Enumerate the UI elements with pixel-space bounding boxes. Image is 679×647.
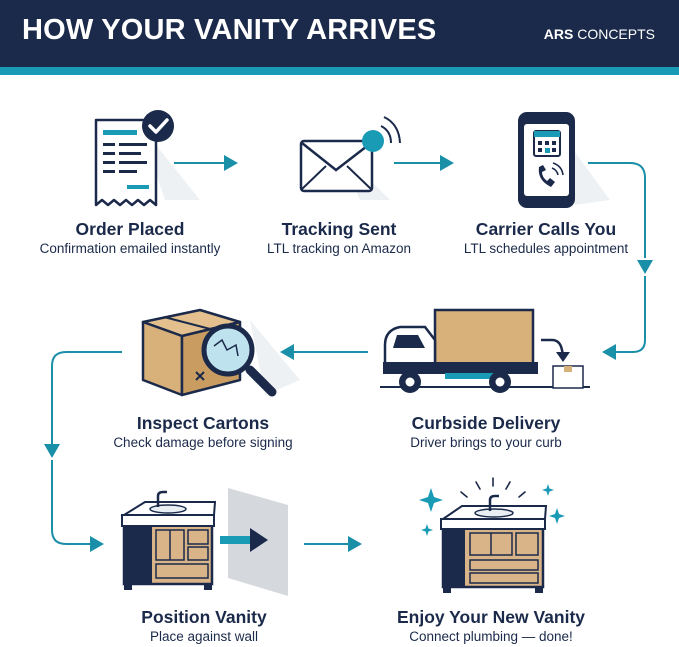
arrow-inspect-down xyxy=(51,351,122,446)
arrow-down-to-truck xyxy=(614,276,646,353)
step-title-position-vanity: Position Vanity xyxy=(141,607,267,627)
arrowhead xyxy=(90,536,104,552)
arrow-to-position xyxy=(51,460,92,545)
box-magnifier-icon xyxy=(141,308,300,397)
step-subtitle-carrier-calls: LTL schedules appointment xyxy=(463,241,629,256)
step-subtitle-inspect-cartons: Check damage before signing xyxy=(113,435,293,450)
step-subtitle-enjoy-vanity: Connect plumbing — done! xyxy=(409,629,573,644)
arrow-carrier-to-delivery xyxy=(588,162,646,258)
brand-strong: ARS xyxy=(543,26,574,42)
sparkling-vanity-icon xyxy=(419,477,565,593)
envelope-notification-icon xyxy=(299,116,401,200)
step-title-enjoy-vanity: Enjoy Your New Vanity xyxy=(396,607,586,627)
brand-logo: ARS CONCEPTS xyxy=(544,26,655,42)
step-subtitle-position-vanity: Place against wall xyxy=(149,629,259,644)
vanity-wall-icon xyxy=(120,488,288,596)
step-title-carrier-calls: Carrier Calls You xyxy=(475,219,617,239)
step-title-tracking-sent: Tracking Sent xyxy=(281,219,397,239)
arrowhead xyxy=(224,155,238,171)
arrowhead xyxy=(44,444,60,458)
brand-rest: CONCEPTS xyxy=(573,26,655,42)
sparkle-icon xyxy=(419,484,565,536)
step-title-inspect-cartons: Inspect Cartons xyxy=(136,413,270,433)
delivery-truck-icon xyxy=(380,308,590,393)
step-title-order-placed: Order Placed xyxy=(75,219,185,239)
page-title: HOW YOUR VANITY ARRIVES xyxy=(22,14,437,46)
arrowhead xyxy=(440,155,454,171)
step-subtitle-curbside-delivery: Driver brings to your curb xyxy=(410,435,562,450)
step-subtitle-tracking-sent: LTL tracking on Amazon xyxy=(266,241,412,256)
step-title-curbside-delivery: Curbside Delivery xyxy=(411,413,561,433)
header-stripe xyxy=(0,67,679,75)
arrowhead xyxy=(348,536,362,552)
arrowhead xyxy=(637,260,653,274)
step-subtitle-order-placed: Confirmation emailed instantly xyxy=(39,241,221,256)
connector-arrows xyxy=(44,155,653,552)
arrowhead xyxy=(602,344,616,360)
phone-calendar-icon xyxy=(518,112,610,208)
receipt-check-icon xyxy=(94,110,200,207)
arrowhead xyxy=(280,344,294,360)
header-bar: HOW YOUR VANITY ARRIVES ARS CONCEPTS xyxy=(0,0,679,67)
